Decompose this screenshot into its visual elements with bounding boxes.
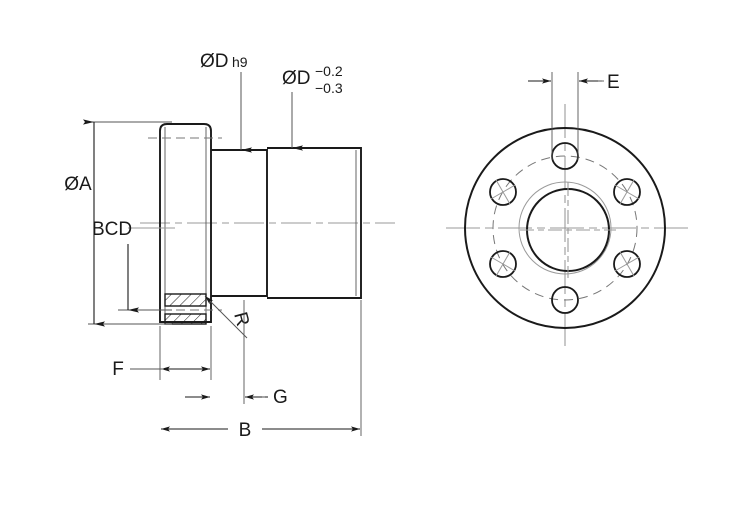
- bolt-hole-lower-left: [489, 250, 517, 278]
- bolt-hole-lower-left-cross-v: [495, 251, 511, 277]
- section-view: ØA BCD ØD h9 ØD −0.2 −0.3 R F G: [64, 51, 395, 441]
- label-diameter-d-h9: ØD: [200, 51, 229, 72]
- label-length-g: G: [273, 387, 288, 408]
- label-length-b: B: [239, 420, 252, 441]
- bolt-hole-lower-right-cross-v: [619, 251, 635, 277]
- label-diameter-d-h9-fit: h9: [232, 54, 248, 70]
- bolt-hole-upper-right-cross-v: [619, 179, 635, 205]
- front-end-view: E: [446, 72, 688, 350]
- bolt-hole-upper-left-cross-v: [495, 179, 511, 205]
- leader-line-radius: [204, 295, 248, 339]
- label-hole-dim-e: E: [607, 72, 620, 93]
- bolt-hole-upper-left: [489, 178, 517, 206]
- bolt-hole-bottom: [551, 286, 579, 314]
- bolt-circle-diameter: [492, 155, 638, 301]
- bolt-hole-upper-right: [613, 178, 641, 206]
- flange-outer-circle: [464, 127, 666, 329]
- label-bcd: BCD: [92, 219, 132, 240]
- bolt-hole-lower-right: [613, 250, 641, 278]
- flange-plate-outline: [159, 123, 212, 323]
- journal-step-outline: [211, 149, 268, 297]
- label-radius: R: [229, 310, 253, 329]
- label-tolerance-upper: −0.2: [315, 63, 343, 79]
- label-length-f: F: [112, 359, 124, 380]
- bolt-hole-section-hatch-upper: [164, 293, 207, 307]
- label-diameter-a: ØA: [64, 174, 92, 195]
- bore-circle-outer-thin: [518, 181, 612, 275]
- label-tolerance-lower: −0.3: [315, 80, 343, 96]
- bolt-hole-group: [489, 142, 641, 314]
- bolt-hole-section-hatch-lower: [164, 313, 207, 325]
- main-body-outline: [267, 147, 362, 299]
- label-diameter-d-tol: ØD: [282, 68, 311, 89]
